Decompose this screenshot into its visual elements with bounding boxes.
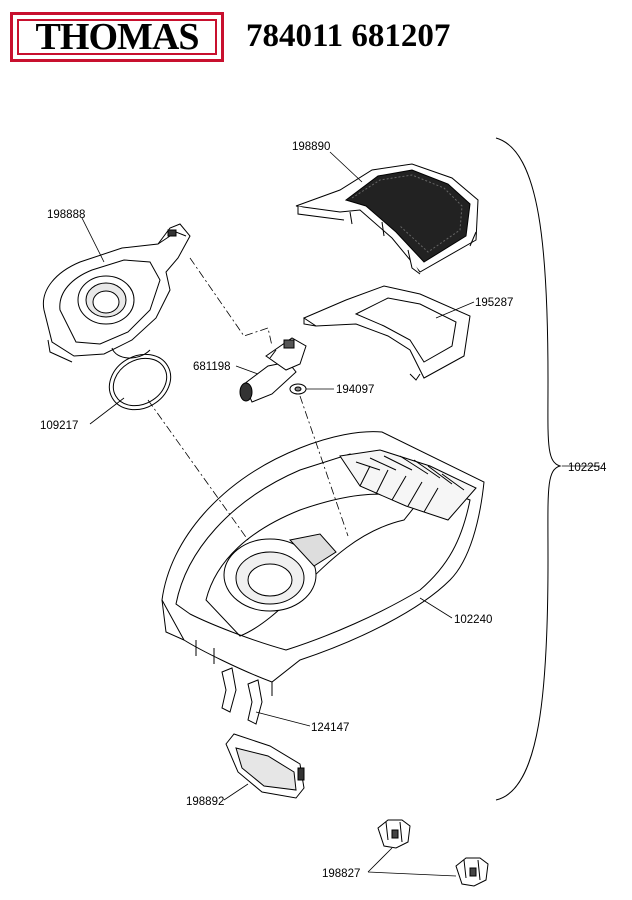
label-198890: 198890 — [292, 141, 330, 153]
part-198892-plate — [225, 733, 305, 799]
label-198827: 198827 — [322, 868, 360, 880]
model-part-numbers: 784011 681207 — [246, 18, 451, 54]
thomas-logo: THOMAS — [10, 12, 224, 62]
part-194097-washer — [289, 383, 307, 395]
part-681198-switch — [239, 337, 307, 403]
part-195287-tray — [302, 285, 471, 381]
part-198888-handle-cover — [42, 223, 191, 363]
part-198890-grille — [295, 163, 479, 275]
part-198827-bracket-top — [377, 819, 411, 849]
label-109217: 109217 — [40, 420, 78, 432]
assembly-brace — [495, 137, 562, 801]
part-124147-clips — [221, 667, 263, 725]
label-195287: 195287 — [475, 297, 513, 309]
logo-border — [17, 19, 217, 55]
assembly-guide-lines — [147, 257, 349, 541]
logo-text: THOMAS — [35, 16, 200, 58]
label-124147: 124147 — [311, 722, 349, 734]
label-681198: 681198 — [193, 361, 231, 373]
part-102240-main-housing — [161, 431, 485, 696]
part-109217-gasket — [108, 353, 172, 411]
part-198827-bracket-bottom — [455, 857, 489, 887]
label-198888: 198888 — [47, 209, 85, 221]
leader-lines — [81, 151, 600, 877]
label-198892: 198892 — [186, 796, 224, 808]
label-194097: 194097 — [336, 384, 374, 396]
label-102254: 102254 — [568, 462, 607, 474]
label-102240: 102240 — [454, 614, 492, 626]
